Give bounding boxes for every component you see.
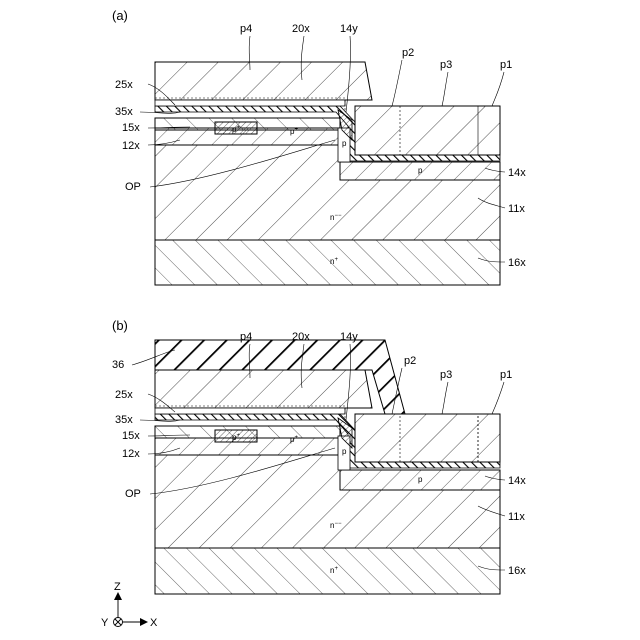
label-OP: OP [125, 181, 141, 193]
label-p2: p2 [402, 47, 414, 59]
label-p3: p3 [440, 59, 452, 71]
dopant-p-bottom: p [418, 166, 423, 175]
label-15x: 15x [122, 430, 140, 442]
dopant-p-side: p [342, 447, 347, 456]
layer-16x [155, 548, 500, 594]
label-14x: 14x [508, 167, 526, 179]
label-14y: 14y [340, 23, 358, 35]
label-12x: 12x [122, 140, 140, 152]
label-20x: 20x [292, 331, 310, 343]
panel-a-label: (a) [112, 8, 128, 23]
layer-11x [155, 455, 500, 548]
label-14x: 14x [508, 475, 526, 487]
label-25x: 25x [115, 389, 133, 401]
label-p4: p4 [240, 23, 252, 35]
dopant-p-bottom: p [418, 475, 423, 484]
panel-a: (a) p+ p+ p p n−− n+ [112, 8, 526, 285]
label-36: 36 [112, 359, 124, 371]
label-35x: 35x [115, 414, 133, 426]
label-15x: 15x [122, 122, 140, 134]
label-16x: 16x [508, 565, 526, 577]
layer-25x [155, 100, 345, 106]
axis-indicator: Z Y X [101, 581, 158, 629]
label-11x: 11x [508, 203, 525, 215]
axis-x-label: X [150, 617, 158, 629]
label-p2: p2 [404, 355, 416, 367]
label-p1: p1 [500, 59, 512, 71]
label-p1: p1 [500, 369, 512, 381]
label-OP: OP [125, 488, 141, 500]
label-35x: 35x [115, 106, 133, 118]
panel-b: (b) p+ p+ p p n−− n+ [112, 318, 526, 594]
label-20x: 20x [292, 23, 310, 35]
dopant-p-side: p [342, 139, 347, 148]
layer-20x [155, 62, 372, 100]
label-11x: 11x [508, 511, 525, 523]
axis-y-label: Y [101, 617, 109, 629]
label-16x: 16x [508, 257, 526, 269]
z-arrow-icon [114, 592, 122, 600]
layer-25x [155, 408, 345, 414]
label-p3: p3 [440, 369, 452, 381]
axis-z-label: Z [114, 581, 121, 593]
label-25x: 25x [115, 79, 133, 91]
layer-16x [155, 240, 500, 285]
x-arrow-icon [140, 618, 148, 626]
label-14y: 14y [340, 331, 358, 343]
label-p4: p4 [240, 331, 252, 343]
layer-20x [155, 370, 372, 408]
panel-b-label: (b) [112, 318, 128, 333]
label-12x: 12x [122, 448, 140, 460]
